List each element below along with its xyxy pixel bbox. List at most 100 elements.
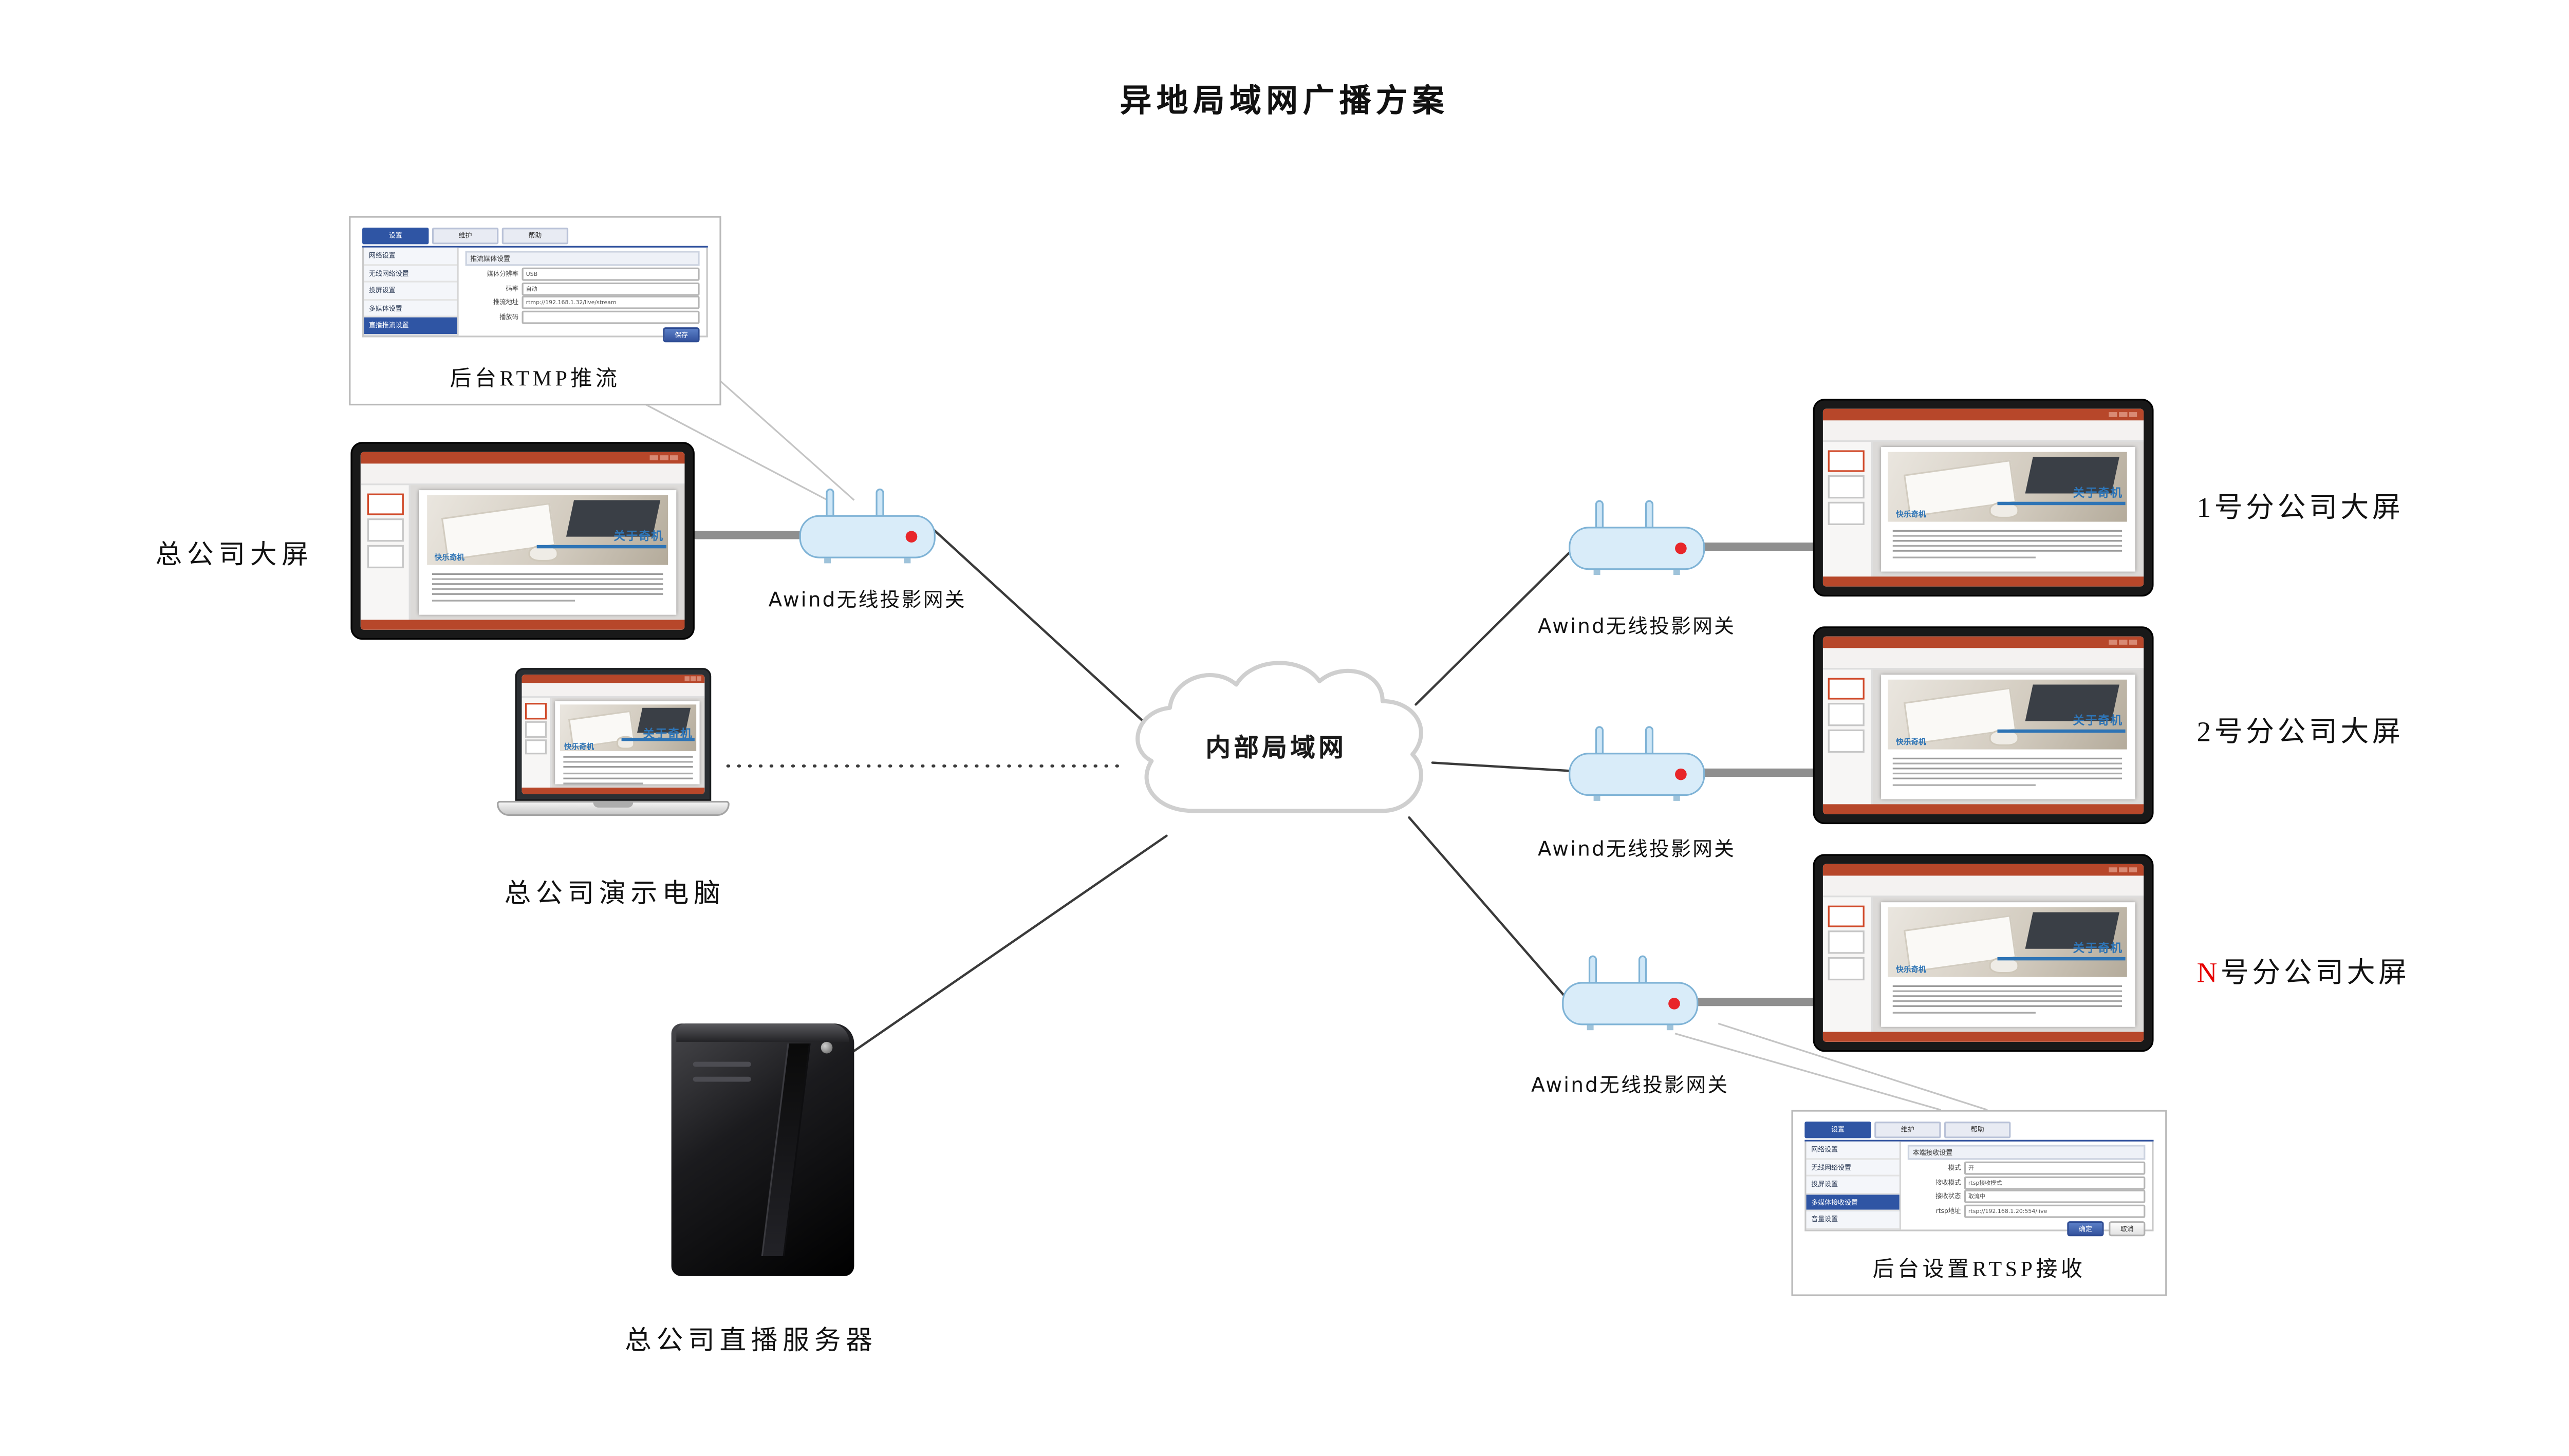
hq-wireless-gateway [799, 483, 936, 564]
ppt-body: 关于奇机 快乐奇机 [1822, 898, 2144, 1032]
hq-screen-display: 关于奇机 快乐奇机 [360, 452, 685, 630]
hq-live-server [671, 1023, 854, 1276]
network-links [840, 527, 1573, 1061]
ppt-slide: 关于奇机 快乐奇机 [555, 701, 700, 785]
window-controls-icon [2108, 640, 2137, 646]
wireless-router [1569, 495, 1705, 575]
slide-title-rule [622, 737, 695, 740]
window-controls-icon [649, 455, 678, 461]
receive-mode-select[interactable]: rtsp接收模式 [1964, 1176, 2146, 1189]
slide-thumbnail [1829, 450, 1866, 472]
branchN-red-letter: N [2196, 957, 2221, 989]
branch2-display: 关于奇机 快乐奇机 [1822, 636, 2144, 814]
router-led-icon [1676, 768, 1688, 780]
admin-form: 推流媒体设置 媒体分辨率 USB 码率 自动 推流地址 rtmp://192.1… [459, 248, 706, 343]
field-label: 推流地址 [493, 298, 519, 307]
mode-select[interactable]: 开 [1964, 1162, 2146, 1175]
slide-thumbnail [525, 739, 546, 755]
cancel-button[interactable]: 取消 [2109, 1221, 2146, 1237]
ppt-slide-area: 关于奇机 快乐奇机 [551, 698, 705, 788]
tab-settings[interactable]: 设置 [362, 228, 429, 245]
ppt-statusbar [1822, 804, 2144, 814]
rtmp-url-input[interactable]: rtmp://192.168.1.32/live/stream [522, 296, 700, 310]
tab-maintenance[interactable]: 维护 [1874, 1122, 1941, 1138]
router-feet [824, 558, 911, 564]
ppt-ribbon [1822, 876, 2144, 898]
ppt-thumbnail-panel [1822, 670, 1873, 805]
hq-gateway-label: Awind无线投影网关 [768, 588, 966, 612]
nav-item-wireless[interactable]: 无线网络设置 [364, 265, 457, 283]
branchN-gateway-label: Awind无线投影网关 [1531, 1073, 1729, 1097]
router-feet [1586, 1025, 1674, 1031]
admin-content: 网络设置 无线网络设置 投屏设置 多媒体设置 直播推流设置 推流媒体设置 媒体分… [362, 247, 708, 343]
wireless-router [1569, 721, 1705, 801]
branchN-large-screen: 关于奇机 快乐奇机 [1813, 854, 2154, 1052]
ppt-statusbar [1822, 576, 2144, 587]
nav-item-wireless[interactable]: 无线网络设置 [1806, 1159, 1900, 1177]
slide-body-text [563, 756, 693, 785]
nav-item-media[interactable]: 多媒体设置 [364, 300, 457, 318]
server-vent [693, 1076, 752, 1082]
branch2-large-screen: 关于奇机 快乐奇机 [1813, 626, 2154, 825]
slide-thumbnail [1829, 931, 1866, 954]
branch1-gateway-label: Awind无线投影网关 [1538, 614, 1736, 638]
ppt-slide: 关于奇机 快乐奇机 [419, 491, 677, 615]
ppt-statusbar [1822, 1032, 2144, 1042]
nav-item-media-receive[interactable]: 多媒体接收设置 [1806, 1194, 1900, 1212]
field-label: 模式 [1948, 1163, 1961, 1172]
field-label: 接收模式 [1935, 1178, 1961, 1186]
slide-title: 关于奇机 [643, 727, 693, 741]
slide-thumbnail [366, 493, 404, 515]
slide-thumbnail [366, 545, 404, 568]
tab-settings[interactable]: 设置 [1804, 1122, 1871, 1138]
router-feet [1593, 570, 1681, 575]
ok-button[interactable]: 确定 [2067, 1221, 2104, 1237]
nav-item-volume[interactable]: 音量设置 [1806, 1211, 1900, 1230]
ppt-thumbnail-panel [1822, 898, 1873, 1032]
field-label: 码率 [506, 284, 519, 292]
cloud-label: 内部局域网 [1205, 734, 1347, 763]
slide-title-rule [1998, 957, 2126, 960]
branch1-wireless-gateway [1569, 495, 1705, 575]
nav-item-network[interactable]: 网络设置 [1806, 1141, 1900, 1160]
resolution-select[interactable]: USB [522, 268, 700, 281]
ppt-ribbon [1822, 421, 2144, 443]
branch1-large-screen: 关于奇机 快乐奇机 [1813, 399, 2154, 597]
hq-server-label: 总公司直播服务器 [625, 1328, 878, 1356]
ppt-presentation-screen: 关于奇机 快乐奇机 [522, 675, 705, 794]
desk-photo [1888, 908, 2128, 978]
play-code-input[interactable] [522, 311, 700, 325]
ppt-ribbon [1822, 648, 2144, 670]
wireless-router [799, 483, 936, 564]
branchN-display: 关于奇机 快乐奇机 [1822, 864, 2144, 1042]
ppt-slide: 关于奇机 快乐奇机 [1881, 675, 2136, 799]
laptop-display: 关于奇机 快乐奇机 [522, 675, 705, 794]
slide-badge: 快乐奇机 [1896, 966, 1926, 975]
nav-item-projection[interactable]: 投屏设置 [1806, 1177, 1900, 1194]
nav-item-projection[interactable]: 投屏设置 [364, 283, 457, 301]
slide-thumbnail [525, 703, 546, 719]
router-body [799, 515, 936, 558]
callout-lines [634, 378, 1988, 1111]
receive-status-field[interactable]: 取流中 [1964, 1190, 2146, 1204]
ppt-slide-area: 关于奇机 快乐奇机 [1872, 442, 2144, 577]
tab-maintenance[interactable]: 维护 [432, 228, 499, 245]
ppt-thumbnail-panel [360, 486, 411, 620]
tab-help[interactable]: 帮助 [1944, 1122, 2011, 1138]
admin-tab-bar: 设置 维护 帮助 [1804, 1122, 2154, 1142]
rtsp-url-input[interactable]: rtsp://192.168.1.20:554/live [1964, 1205, 2146, 1219]
save-button[interactable]: 保存 [663, 327, 700, 343]
router-led-icon [906, 531, 918, 543]
tab-help[interactable]: 帮助 [501, 228, 569, 245]
bitrate-select[interactable]: 自动 [522, 282, 700, 295]
nav-item-network[interactable]: 网络设置 [364, 247, 457, 266]
ppt-body: 关于奇机 快乐奇机 [522, 698, 705, 788]
ppt-presentation-screen: 关于奇机 快乐奇机 [1822, 408, 2144, 587]
ppt-slide: 关于奇机 快乐奇机 [1881, 903, 2136, 1027]
branchN-label: N号分公司大屏 [2196, 957, 2410, 989]
nav-item-live-push[interactable]: 直播推流设置 [364, 318, 457, 336]
admin-form: 本端接收设置 模式 开 接收模式 rtsp接收模式 接收状态 取流中 rtsp [1901, 1142, 2152, 1237]
slide-body-text [1893, 529, 2123, 561]
panel-caption: 后台设置RTSP接收 [1872, 1256, 2086, 1281]
lan-cloud: 内部局域网 [1116, 651, 1436, 848]
